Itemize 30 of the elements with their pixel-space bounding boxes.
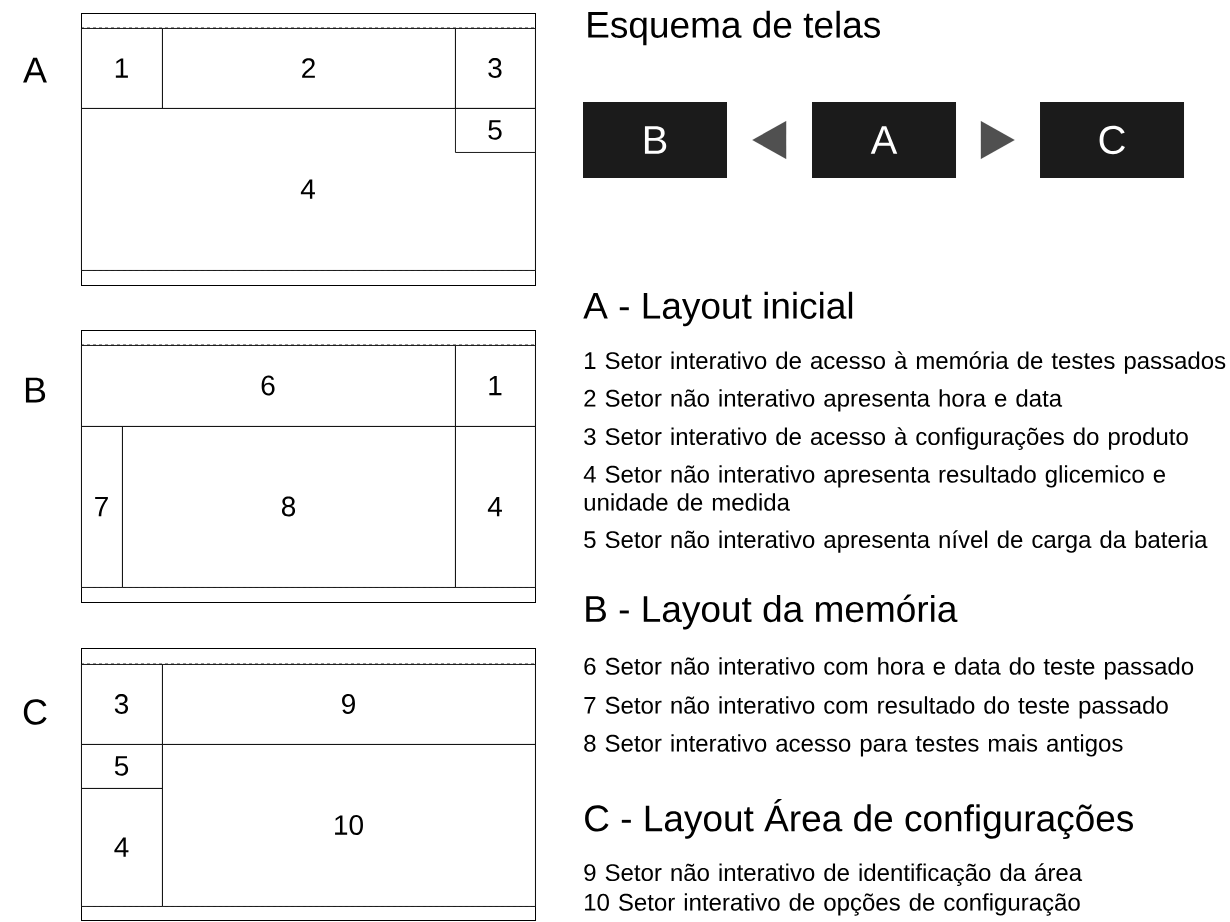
screen-letter: A (23, 57, 47, 83)
screen-box: B (583, 102, 727, 178)
legend-item: 1 Setor interativo de acesso à memória de testes passados (585, 351, 1226, 374)
arrow (980, 121, 1015, 159)
sector-box: 1 (455, 345, 536, 427)
legend-item: 5 Setor não interativo apresenta nível de carga da bateria (584, 530, 1208, 553)
legend-item: 4 Setor não interativo apresenta resultado glicemico e unidade de medida (583, 465, 1166, 511)
sector-box: 3 (455, 28, 536, 109)
arrow (752, 121, 787, 159)
legend-item: 7 Setor não interativo com resultado do teste passado (584, 696, 1168, 719)
title: Esquema de telas (588, 10, 880, 46)
screen-box: A (812, 102, 956, 178)
sector-box: 3 (81, 664, 163, 745)
legend-item: 6 Setor não interativo com hora e data do teste passado (584, 657, 1194, 680)
sector-box: 5 (455, 108, 536, 153)
section-heading: C - Layout Área de configurações (585, 799, 1133, 839)
legend-item: 10 Setor interativo de opções de configuração (585, 893, 1080, 916)
section-heading: B - Layout da memória (586, 594, 958, 630)
sector-box: 7 (81, 426, 123, 588)
sector-box: 4 (455, 426, 536, 588)
legend-item: 8 Setor interativo acesso para testes mais antigos (584, 734, 1123, 757)
section-heading: A - Layout inicial (583, 291, 853, 327)
legend-item: 9 Setor não interativo de identificação da área (584, 863, 1083, 886)
sector-box: 1 (81, 28, 163, 109)
screen-box: C (1040, 102, 1184, 178)
legend-item: 2 Setor não interativo apresenta hora e data (584, 389, 1063, 412)
legend-item: 3 Setor interativo de acesso à configurações do produto (584, 427, 1188, 450)
sector-box: 5 (81, 744, 163, 789)
screen-letter: B (25, 377, 46, 403)
screen-letter: C (23, 699, 47, 725)
